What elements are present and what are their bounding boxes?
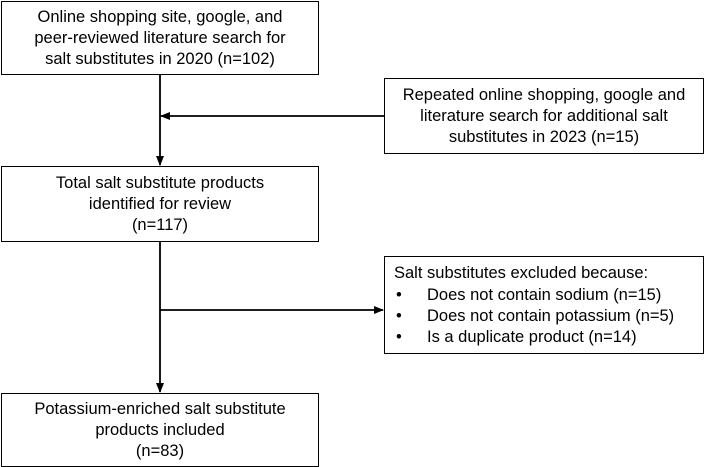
excluded-box: Salt substitutes excluded because: • Doe… bbox=[384, 256, 704, 354]
excluded-reasons-list: • Does not contain sodium (n=15) • Does … bbox=[394, 285, 695, 348]
included-line-1: Potassium-enriched salt substitute bbox=[34, 399, 286, 418]
included-line-2: products included bbox=[95, 420, 225, 439]
total-identified-box: Total salt substitute products identifie… bbox=[1, 166, 319, 242]
search-2020-line-2: peer-reviewed literature search for bbox=[34, 28, 286, 47]
repeat-search-line-2: literature search for additional salt bbox=[420, 106, 668, 125]
bullet-icon: • bbox=[396, 286, 402, 304]
search-2020-line-3: salt substitutes in 2020 (n=102) bbox=[45, 49, 275, 68]
included-box: Potassium-enriched salt substitute produ… bbox=[1, 393, 319, 467]
excluded-reason-item: • Does not contain potassium (n=5) bbox=[394, 306, 695, 327]
search-2020-box: Online shopping site, google, and peer-r… bbox=[1, 1, 319, 75]
excluded-heading: Salt substitutes excluded because: bbox=[394, 264, 649, 282]
bullet-icon: • bbox=[396, 307, 402, 325]
total-identified-line-3: (n=117) bbox=[131, 215, 189, 234]
excluded-reason-item: • Is a duplicate product (n=14) bbox=[394, 327, 695, 348]
repeat-search-2023-box: Repeated online shopping, google and lit… bbox=[384, 78, 704, 154]
search-2020-line-1: Online shopping site, google, and bbox=[37, 7, 283, 26]
included-line-3: (n=83) bbox=[135, 441, 185, 460]
excluded-reason-text: Does not contain potassium (n=5) bbox=[427, 307, 675, 325]
excluded-reason-text: Does not contain sodium (n=15) bbox=[427, 286, 662, 304]
total-identified-line-1: Total salt substitute products bbox=[55, 173, 265, 192]
total-identified-line-2: identified for review bbox=[88, 194, 232, 213]
repeat-search-line-1: Repeated online shopping, google and bbox=[402, 85, 686, 104]
repeat-search-line-3: substitutes in 2023 (n=15) bbox=[448, 127, 640, 146]
excluded-reason-item: • Does not contain sodium (n=15) bbox=[394, 285, 695, 306]
bullet-icon: • bbox=[396, 328, 402, 346]
excluded-reason-text: Is a duplicate product (n=14) bbox=[427, 328, 637, 346]
